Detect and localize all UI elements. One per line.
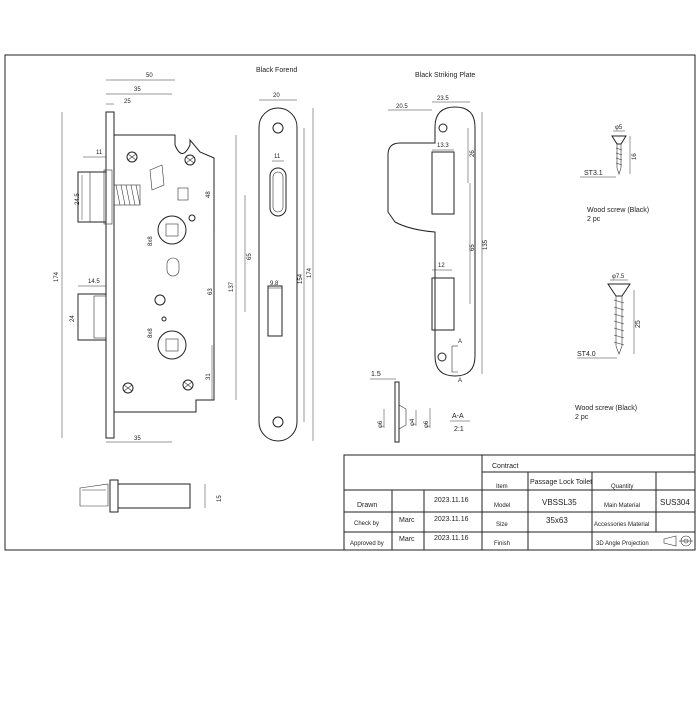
large-screw-name: Wood screw (Black) bbox=[575, 405, 637, 412]
title-block: Contract Item Passage Lock Toilet Quanti… bbox=[343, 454, 696, 551]
section-dim-phi6-b: φ6 bbox=[424, 420, 430, 428]
large-screw-thread: ST4.0 bbox=[577, 351, 596, 358]
handle-follower bbox=[157, 215, 187, 245]
small-screw-thread: ST3.1 bbox=[584, 170, 603, 177]
forend-dim-9-8: 9.8 bbox=[270, 281, 279, 287]
forend-title: Black Forend bbox=[256, 67, 297, 74]
large-screw-view: φ7.5 25 ST4.0 Wood screw (Black) 2 pc bbox=[575, 274, 642, 421]
main-material-value: SUS304 bbox=[660, 498, 690, 507]
section-label: A-A bbox=[452, 413, 464, 420]
dim-63: 63 bbox=[208, 288, 214, 295]
large-screw-length: 25 bbox=[635, 320, 642, 328]
small-screw-length: 16 bbox=[632, 153, 638, 160]
forend-dim-174: 174 bbox=[307, 267, 313, 278]
striking-plate-title: Black Striking Plate bbox=[415, 72, 475, 79]
dead-bolt bbox=[77, 293, 107, 341]
section-scale: 2:1 bbox=[454, 426, 464, 433]
dim-24: 24 bbox=[70, 315, 76, 322]
forend-dim-154: 154 bbox=[298, 273, 304, 284]
approved-by-label: Approved by bbox=[350, 541, 384, 547]
lock-top-view: 15 bbox=[79, 479, 223, 513]
approved-date: 2023.11.16 bbox=[434, 535, 469, 542]
plate-dim-65: 65 bbox=[470, 244, 476, 251]
dim-50: 50 bbox=[146, 73, 153, 79]
check-date: 2023.11.16 bbox=[434, 516, 469, 523]
plate-dim-23-5: 23.5 bbox=[437, 96, 449, 102]
striking-plate-view: Black Striking Plate 20.5 23.5 13.3 26 6… bbox=[387, 72, 489, 384]
size-label: Size bbox=[496, 522, 508, 528]
large-screw-qty: 2 pc bbox=[575, 414, 589, 421]
dim-11: 11 bbox=[96, 150, 103, 156]
accessories-material-label: Accessories Material bbox=[594, 522, 649, 528]
section-a-a-view: 1.5 φ6 φ4 φ6 A-A 2:1 bbox=[370, 371, 470, 443]
section-dim-phi6-a: φ6 bbox=[378, 420, 384, 428]
lock-body-view: 50 35 25 11 24.5 48 8x8 174 63 137 14.5 … bbox=[54, 73, 237, 443]
size-value: 35x63 bbox=[546, 516, 568, 525]
dim-8x8-top: 8x8 bbox=[148, 236, 154, 246]
dim-35-bottom: 35 bbox=[134, 436, 141, 442]
plate-dim-12: 12 bbox=[438, 263, 445, 269]
plate-dim-26: 26 bbox=[470, 150, 476, 157]
item-value: Passage Lock Toilet bbox=[530, 479, 592, 486]
forend-dim-20: 20 bbox=[273, 93, 280, 99]
dim-174: 174 bbox=[54, 271, 60, 282]
projection-symbol-icon bbox=[663, 535, 693, 547]
dim-24-5: 24.5 bbox=[75, 193, 81, 205]
dim-35-top: 35 bbox=[134, 87, 141, 93]
large-screw-head bbox=[607, 283, 631, 297]
forend-bolt-opening bbox=[267, 285, 283, 337]
thumbturn-follower bbox=[157, 330, 187, 360]
lock-case-outline bbox=[113, 134, 215, 413]
striking-plate-outline bbox=[387, 106, 476, 377]
small-screw-qty: 2 pc bbox=[587, 216, 601, 223]
section-dim-1-5: 1.5 bbox=[371, 371, 381, 378]
dim-31: 31 bbox=[206, 373, 212, 380]
forend-view: Black Forend 20 11 65 9.8 154 174 bbox=[244, 67, 314, 442]
plate-dim-13-3: 13.3 bbox=[437, 143, 449, 149]
plate-dim-20-5: 20.5 bbox=[396, 104, 408, 110]
approved-by-name: Marc bbox=[399, 536, 415, 543]
contract-label: Contract bbox=[492, 463, 519, 470]
check-by-name: Marc bbox=[399, 517, 415, 524]
dim-15: 15 bbox=[217, 495, 223, 502]
section-marker-a-bottom: A bbox=[458, 378, 462, 384]
dim-48: 48 bbox=[206, 191, 212, 198]
plate-dim-135: 135 bbox=[483, 239, 489, 250]
small-screw-head bbox=[611, 135, 627, 145]
dim-14-5: 14.5 bbox=[88, 279, 100, 285]
drawn-date: 2023.11.16 bbox=[434, 497, 469, 504]
model-label: Model bbox=[494, 503, 510, 509]
small-screw-diameter: φ5 bbox=[615, 125, 623, 131]
dim-8x8-bottom: 8x8 bbox=[148, 328, 154, 338]
forend-latch-opening bbox=[269, 167, 287, 217]
section-marker-a-top: A bbox=[458, 339, 462, 345]
latch-bolt bbox=[77, 171, 107, 223]
check-by-label: Check by bbox=[354, 521, 379, 527]
forend-dim-11: 11 bbox=[274, 154, 281, 160]
plate-bolt-opening bbox=[431, 277, 455, 331]
plate-latch-opening bbox=[431, 151, 455, 215]
dim-137: 137 bbox=[229, 281, 235, 292]
main-material-label: Main Material bbox=[604, 503, 640, 509]
quantity-label: Quantity bbox=[611, 484, 633, 490]
section-dim-phi4: φ4 bbox=[410, 418, 416, 426]
small-screw-view: φ5 16 ST3.1 Wood screw (Black) 2 pc bbox=[580, 125, 649, 223]
small-screw-name: Wood screw (Black) bbox=[587, 207, 649, 214]
latch-spring bbox=[113, 184, 141, 206]
projection-label: 3D Angle Projection bbox=[596, 541, 649, 547]
model-value: VBSSL35 bbox=[542, 498, 577, 507]
drawn-label: Drawn bbox=[357, 502, 377, 509]
finish-label: Finish bbox=[494, 541, 510, 547]
forend-dim-65: 65 bbox=[247, 253, 253, 260]
item-label: Item bbox=[496, 484, 508, 490]
large-screw-diameter: φ7.5 bbox=[612, 274, 625, 280]
dim-2-5: 25 bbox=[124, 99, 131, 105]
lock-forend-strip bbox=[105, 111, 115, 439]
forend-plate bbox=[258, 107, 298, 442]
